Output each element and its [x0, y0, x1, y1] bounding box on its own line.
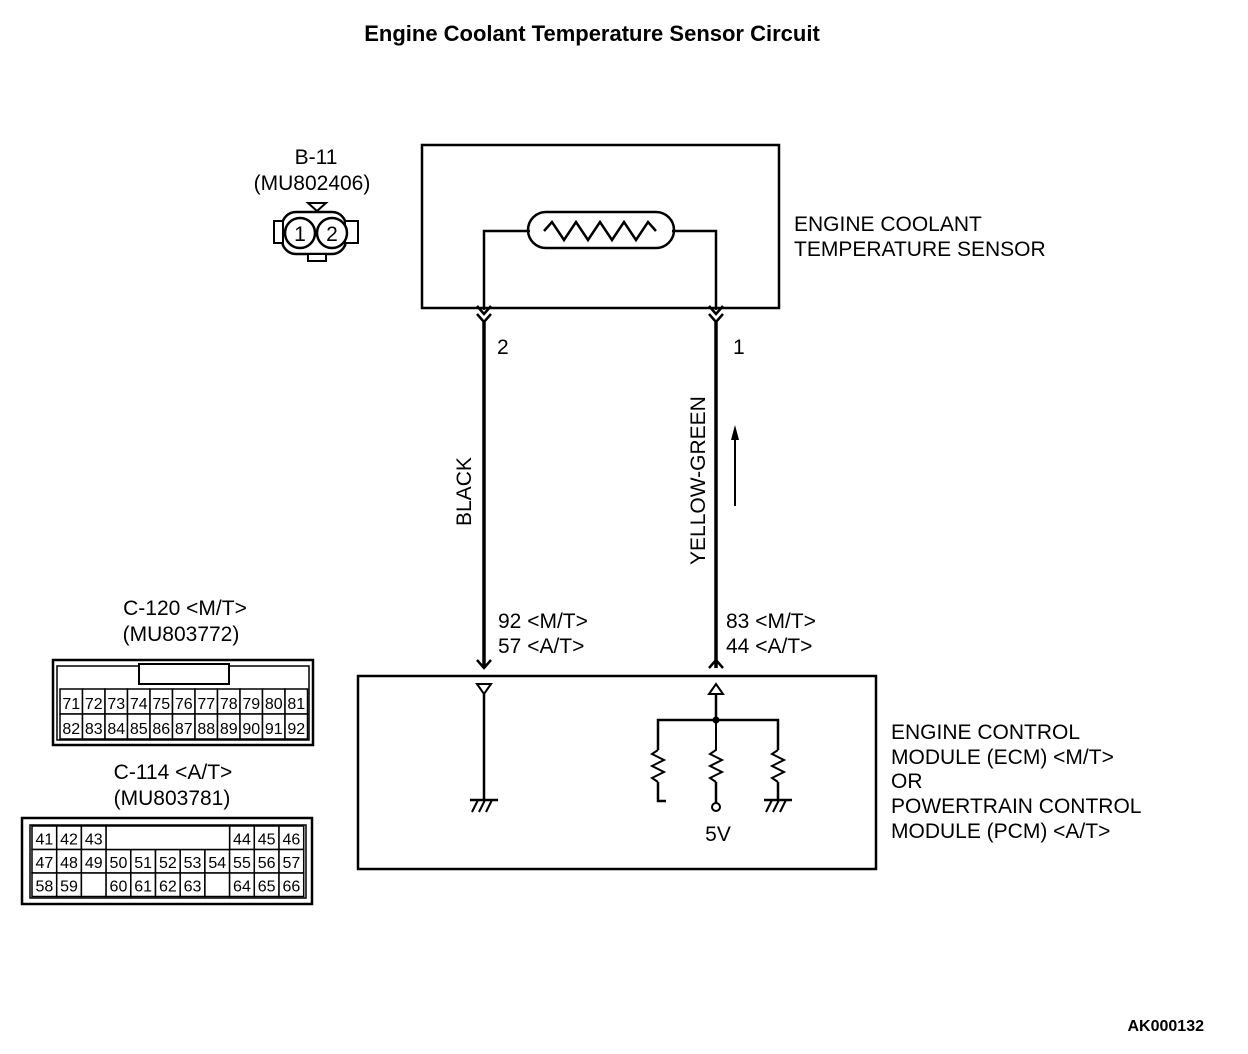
ecm-label-line1: ENGINE CONTROL	[891, 721, 1080, 744]
thermistor-symbol	[482, 210, 718, 310]
c120-pin-label: 75	[152, 696, 170, 713]
c114-pin-cell	[204, 872, 231, 898]
c114-pin-label: 60	[110, 879, 128, 896]
wire-left-ecm-pin-at: 57 <A/T>	[498, 635, 584, 658]
c114-pin-label: 66	[282, 879, 300, 896]
c114-pin-label: 46	[282, 832, 300, 849]
ecm-label-line4: POWERTRAIN CONTROL	[891, 795, 1141, 818]
c120-pin-label: 73	[107, 696, 125, 713]
c120-pin-label: 89	[220, 721, 238, 738]
c114-pin-label: 55	[233, 855, 251, 872]
c114-connector-part: (MU803781)	[114, 787, 231, 810]
wire-yellow-green-color: YELLOW-GREEN	[687, 396, 710, 565]
signal-direction-arrow	[731, 425, 739, 506]
c120-pin-label: 82	[62, 721, 80, 738]
ecm-label-line5: MODULE (PCM) <A/T>	[891, 820, 1110, 843]
c114-pin-label: 47	[35, 855, 53, 872]
c114-pin-label: 51	[134, 855, 152, 872]
c114-pin-label: 44	[233, 832, 251, 849]
wire-right-sensor-pin: 1	[733, 336, 745, 359]
sensor-connector-pin-2: 2	[326, 223, 338, 246]
c120-pin-label: 86	[152, 721, 170, 738]
ecm-box	[356, 674, 878, 871]
c114-pin-label: 59	[60, 879, 78, 896]
c120-pin-label: 74	[130, 696, 148, 713]
c120-pin-label: 81	[287, 696, 305, 713]
c120-connector-part: (MU803772)	[123, 623, 240, 646]
c120-pin-cell	[284, 713, 309, 740]
sensor-connector-id: B-11	[295, 146, 338, 169]
sensor-connector-part: (MU802406)	[254, 172, 371, 195]
c114-pin-label: 48	[60, 855, 78, 872]
c114-pin-label: 65	[258, 879, 276, 896]
c120-pin-label: 80	[265, 696, 283, 713]
diagram-title: Engine Coolant Temperature Sensor Circui…	[364, 21, 820, 46]
sensor-label-line1: ENGINE COOLANT	[794, 213, 982, 236]
c120-pin-label: 90	[242, 721, 260, 738]
c120-pin-label: 79	[242, 696, 260, 713]
wire-left-sensor-pin: 2	[497, 336, 509, 359]
c114-pin-label: 62	[159, 879, 177, 896]
c114-pin-label: 53	[184, 855, 202, 872]
ecm-supply-voltage: 5V	[705, 823, 731, 846]
c114-pin-label: 50	[110, 855, 128, 872]
c114-pin-label: 52	[159, 855, 177, 872]
ecm-resistor-network	[649, 694, 792, 813]
c114-pin-label: 58	[35, 879, 53, 896]
sensor-connector-icon: 1 2	[273, 202, 359, 262]
wire-right-ecm-pin-at: 44 <A/T>	[726, 635, 812, 658]
c120-pin-label: 72	[85, 696, 103, 713]
c120-pin-label: 71	[62, 696, 80, 713]
c120-pin-label: 88	[197, 721, 215, 738]
sensor-box	[420, 143, 781, 310]
c114-pin-label: 45	[258, 832, 276, 849]
c120-pin-label: 85	[130, 721, 148, 738]
c114-pin-label: 43	[85, 832, 103, 849]
c114-pin-label: 63	[184, 879, 202, 896]
c114-pin-label: 41	[35, 832, 53, 849]
c120-pin-label: 76	[175, 696, 193, 713]
wire-right-ecm-pin-mt: 83 <M/T>	[726, 610, 816, 633]
wire-black-color: BLACK	[453, 457, 476, 526]
sensor-label-line2: TEMPERATURE SENSOR	[794, 238, 1046, 261]
sensor-connector-pin-1: 1	[294, 223, 306, 246]
c120-pin-label: 92	[287, 721, 305, 738]
figure-code: AK000132	[1128, 1018, 1205, 1035]
c114-pin-label: 64	[233, 879, 251, 896]
c114-pin-cell	[80, 872, 107, 898]
c114-pin-label: 54	[208, 855, 226, 872]
c120-pin-label: 91	[265, 721, 283, 738]
ecm-label-line2: MODULE (ECM) <M/T>	[891, 746, 1114, 769]
c114-blank-block	[105, 825, 231, 851]
c120-pin-label: 83	[85, 721, 103, 738]
c120-pin-label: 78	[220, 696, 238, 713]
c120-connector-id: C-120 <M/T>	[123, 597, 247, 620]
c120-pin-label: 84	[107, 721, 125, 738]
c114-connector-face: 41 42 43 44 45 46 47 48 49 50 51 52 53 54 55 56 57 58 59 60…	[20, 816, 314, 906]
c114-pin-label: 42	[60, 832, 78, 849]
c120-pin-label: 87	[175, 721, 193, 738]
c114-pin-label: 61	[134, 879, 152, 896]
ecm-label-line3: OR	[891, 770, 923, 793]
ecm-terminal-left	[475, 659, 493, 696]
c114-pin-cell	[278, 872, 305, 898]
c114-pin-label: 57	[282, 855, 300, 872]
c114-pin-label: 56	[258, 855, 276, 872]
c114-pin-label: 49	[85, 855, 103, 872]
c114-connector-id: C-114 <A/T>	[114, 761, 233, 784]
c120-pin-label: 77	[197, 696, 215, 713]
wire-left-ecm-pin-mt: 92 <M/T>	[498, 610, 588, 633]
ecm-ground-left	[470, 694, 498, 813]
